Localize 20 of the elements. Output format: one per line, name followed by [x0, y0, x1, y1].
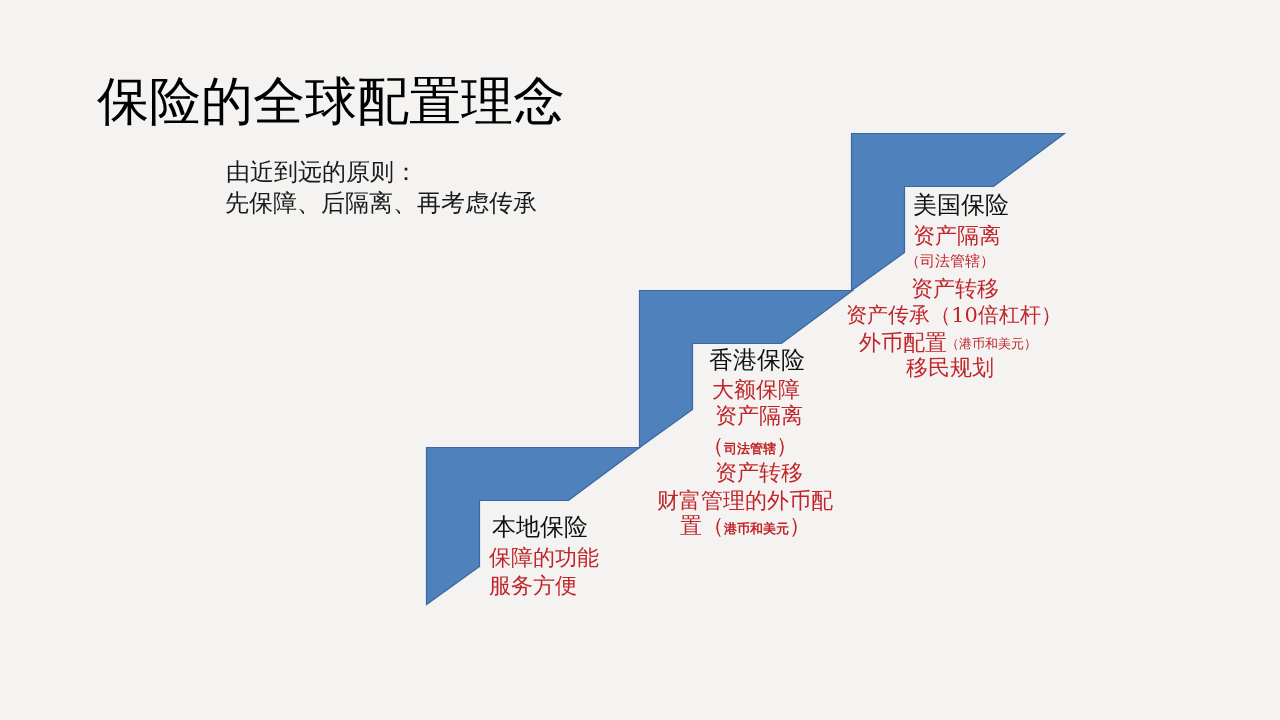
principle-text: 先保障、后隔离、再考虑传承: [225, 190, 537, 218]
step-detail: 移民规划: [906, 355, 994, 381]
step-heading: 本地保险: [492, 514, 588, 542]
step-detail: （司法管辖）: [702, 433, 798, 459]
step-detail: 资产转移: [715, 460, 803, 486]
step-detail: 资产隔离: [913, 223, 1001, 249]
step-detail: 资产转移: [911, 276, 999, 302]
step-detail: 财富管理的外币配置（港币和美元）: [656, 488, 834, 539]
step-detail: （港币和美元）: [946, 337, 1037, 352]
step-detail: 外币配置: [859, 330, 947, 356]
step-detail: 资产传承（10倍杠杆）: [846, 303, 1062, 328]
step-detail: 大额保障: [712, 377, 800, 403]
step-detail: 保障的功能: [489, 545, 599, 571]
step-detail: 服务方便: [489, 573, 577, 599]
title: 保险的全球配置理念: [97, 72, 565, 132]
step-detail: （司法管辖）: [905, 253, 995, 271]
step-heading: 香港保险: [709, 347, 805, 375]
principle-heading: 由近到远的原则：: [226, 159, 418, 187]
step-detail: 资产隔离: [715, 403, 803, 429]
step-heading: 美国保险: [913, 192, 1009, 220]
